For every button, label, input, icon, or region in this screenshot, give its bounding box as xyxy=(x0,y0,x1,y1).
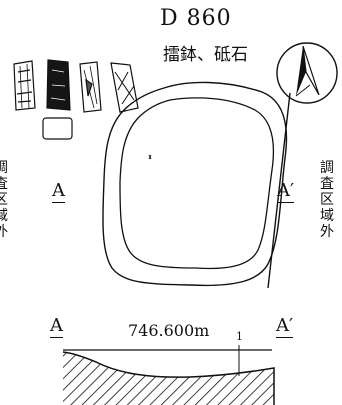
plan-point-a-prime: A′ xyxy=(277,180,295,203)
outside-survey-area-label-right: 調査区域外 xyxy=(320,160,334,240)
north-arrow-icon xyxy=(276,42,338,104)
pit-outer-contour xyxy=(102,81,288,287)
artifact-note: 擂鉢、砥石 xyxy=(163,45,248,65)
feature-title: D 860 xyxy=(160,6,232,31)
section-profile xyxy=(62,345,275,405)
plan-point-a: A xyxy=(52,180,65,203)
section-point-a: A xyxy=(50,315,63,338)
pit-floor-marks xyxy=(148,154,152,160)
artifact-sketch-1 xyxy=(13,60,36,111)
artifact-sketch-4 xyxy=(110,62,139,113)
section-layer-number: 1 xyxy=(236,330,243,343)
section-point-a-prime: A′ xyxy=(276,315,294,338)
artifact-sketch-5 xyxy=(42,117,73,140)
section-elevation: 746.600m xyxy=(128,321,210,340)
outside-survey-area-label-left: 調査区域外 xyxy=(0,160,8,240)
pit-inner-contour xyxy=(119,97,275,270)
artifact-sketch-2 xyxy=(46,59,71,111)
artifact-sketches-icon xyxy=(13,59,139,140)
artifact-sketch-3 xyxy=(79,61,102,113)
